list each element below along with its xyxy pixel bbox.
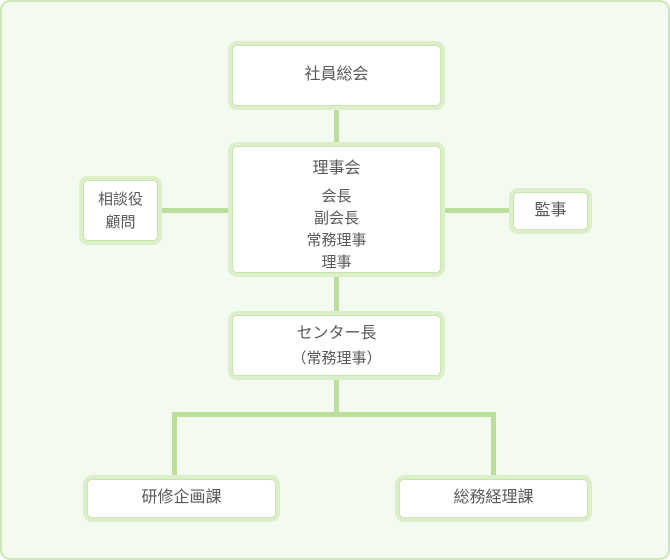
board-member-managing-director: 常務理事 xyxy=(306,232,367,249)
node-training-section-label: 研修企画課 xyxy=(141,489,222,507)
node-advisors-line1: 相談役 xyxy=(97,190,143,208)
node-center-head-subtitle: （常務理事） xyxy=(291,349,382,367)
board-member-director: 理事 xyxy=(321,254,352,271)
connector-branch-to-training xyxy=(172,412,177,482)
node-board-members: 会長 副会長 常務理事 理事 xyxy=(306,186,366,274)
node-auditor-label: 監事 xyxy=(534,201,567,219)
connector-meeting-to-board xyxy=(334,102,339,150)
node-advisors: 相談役 顧問 xyxy=(83,180,158,241)
node-general-affairs-section: 総務経理課 xyxy=(399,479,588,518)
node-advisors-line2: 顧問 xyxy=(105,213,136,231)
connector-advisors-to-board xyxy=(152,208,242,213)
node-general-meeting-label: 社員総会 xyxy=(304,66,369,84)
node-center-head-title: センター長 xyxy=(296,324,377,342)
connector-branch-to-general-affairs xyxy=(491,412,496,482)
node-general-meeting: 社員総会 xyxy=(232,45,441,106)
board-member-chairman: 会長 xyxy=(321,188,352,205)
board-member-vice-chairman: 副会長 xyxy=(313,210,359,227)
connector-board-to-auditor xyxy=(432,208,522,213)
node-center-head: センター長 （常務理事） xyxy=(232,315,441,376)
node-board: 理事会 会長 副会長 常務理事 理事 xyxy=(232,146,441,273)
node-general-affairs-section-label: 総務経理課 xyxy=(453,489,534,507)
connector-center-head-to-branch xyxy=(334,372,339,417)
connector-branch-bar xyxy=(172,412,496,417)
node-training-section: 研修企画課 xyxy=(87,479,276,518)
node-board-title: 理事会 xyxy=(312,160,361,177)
connector-board-to-center-head xyxy=(334,267,339,322)
node-auditor: 監事 xyxy=(513,192,588,230)
